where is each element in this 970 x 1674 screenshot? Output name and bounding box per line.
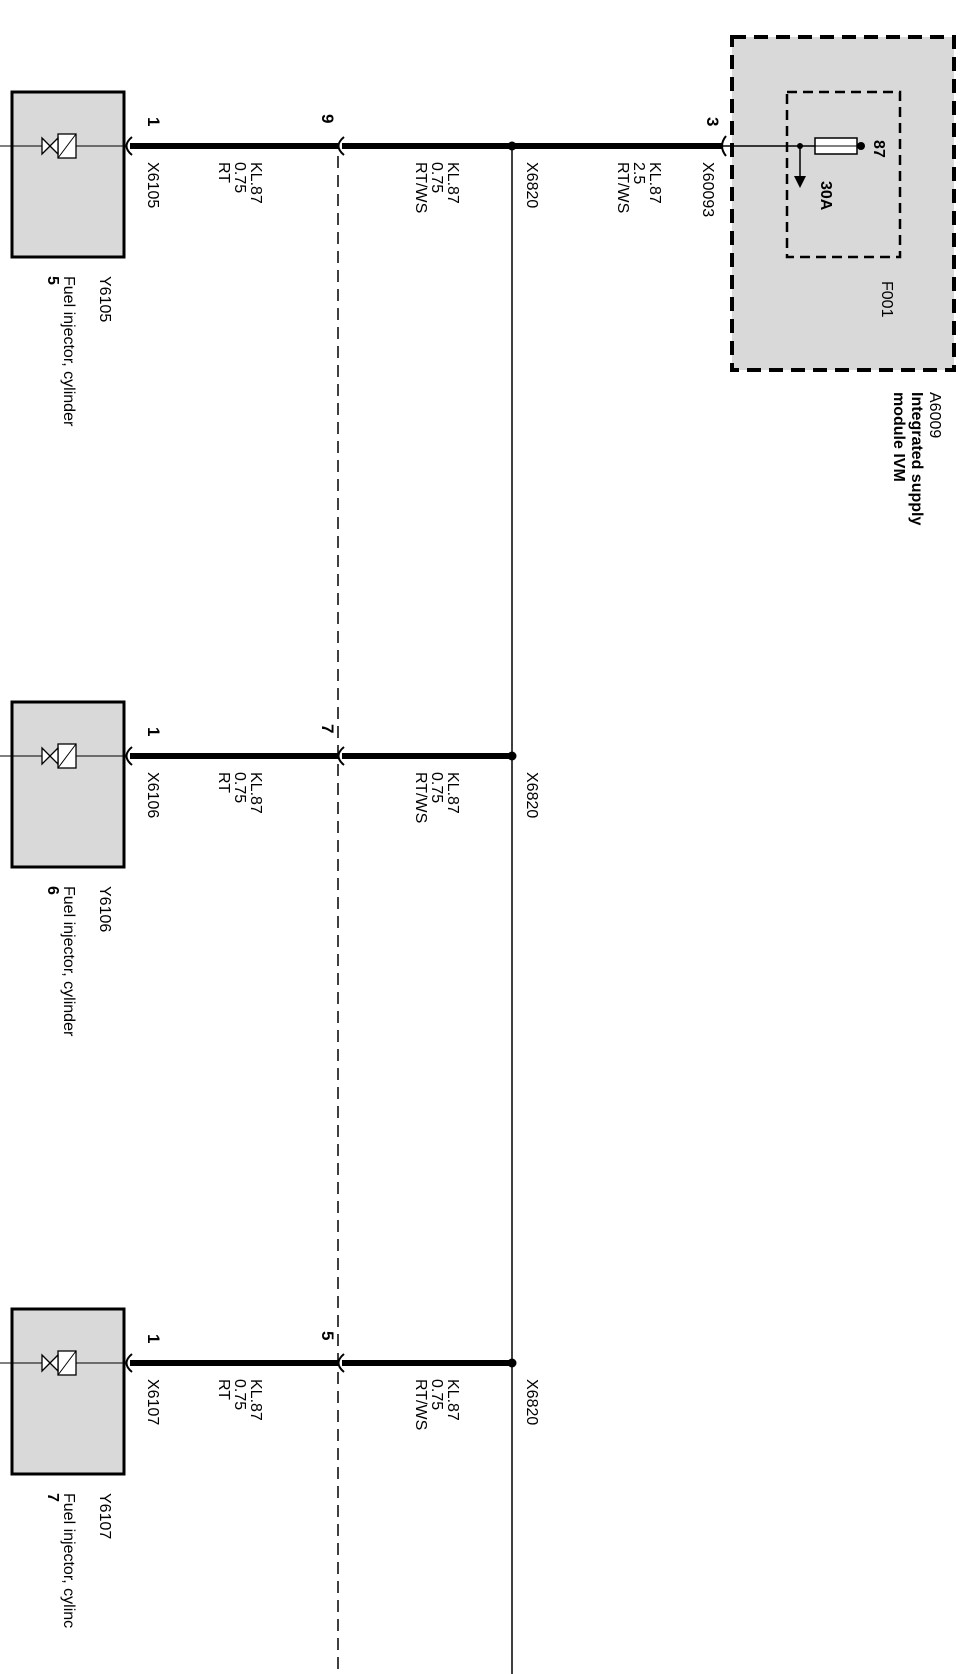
wire-b-signal-y6107: KL.87 [444, 1379, 461, 1421]
wire-b-gauge-y6105: 0.75 [428, 162, 445, 193]
injector-symbol-y6107 [0, 1350, 124, 1376]
splice-node-y6107 [507, 1358, 517, 1368]
injector-cylinder-y6105: 5 [44, 276, 61, 285]
injector-cylinder-y6106: 6 [44, 886, 61, 895]
splice-id-2: X6820 [523, 772, 540, 818]
branch-arc-y6105 [337, 136, 345, 156]
branch-pin-y6106: 7 [318, 724, 337, 733]
fuse-rating: 30A [817, 181, 834, 211]
wire-b-color-y6106: RT/WS [412, 772, 429, 823]
module-name-line1: Integrated supply [908, 392, 925, 525]
wire-a-color-y6106: RT [215, 772, 232, 793]
supply-wire-color: RT/WS [614, 162, 631, 213]
fuse-id: F001 [878, 281, 895, 318]
injector-id-y6105: Y6105 [96, 276, 113, 322]
module-name-line2: module IVM [890, 392, 907, 482]
module-pin: 3 [703, 117, 722, 126]
connector-pin-y6105: 1 [144, 117, 163, 126]
supply-wire-signal: KL.87 [646, 162, 663, 204]
branch-pin-y6107: 5 [318, 1331, 337, 1340]
connector-pin-y6106: 1 [144, 727, 163, 736]
connector-arc-y6107 [125, 1353, 133, 1373]
injector-id-y6106: Y6106 [96, 886, 113, 932]
wire-b-signal-y6106: KL.87 [444, 772, 461, 814]
injector-symbol-y6105 [0, 133, 124, 159]
injector-desc-y6107: Fuel injector, cylinc [60, 1493, 77, 1628]
injector-symbol-y6106 [0, 743, 124, 769]
wire-a-gauge-y6106: 0.75 [231, 772, 248, 803]
wire-a-signal-y6107: KL.87 [247, 1379, 264, 1421]
wire-a-signal-y6105: KL.87 [247, 162, 264, 204]
branch-arc-y6107 [337, 1353, 345, 1373]
branch-arc-y6106 [337, 746, 345, 766]
wire-a-color-y6107: RT [215, 1379, 232, 1400]
supply-module: 87 30A F001 A6009 Integrated supply modu… [699, 35, 956, 525]
connector-arc-y6106 [125, 746, 133, 766]
wire-b-color-y6105: RT/WS [412, 162, 429, 213]
wire-a-signal-y6106: KL.87 [247, 772, 264, 814]
wire-a-gauge-y6105: 0.75 [231, 162, 248, 193]
injector-group-y6107: 1 5 X6107 KL.87 0.75 RT KL.87 0.75 RT/WS… [0, 1307, 540, 1628]
fuse-compartment [785, 90, 902, 259]
wire-a-color-y6105: RT [215, 162, 232, 183]
injector-id-y6107: Y6107 [96, 1493, 113, 1539]
wire-a-gauge-y6107: 0.75 [231, 1379, 248, 1410]
connector-y6105: X6105 [144, 162, 161, 208]
injector-box-y6107 [10, 1307, 126, 1476]
module-outline [730, 35, 956, 372]
splice-id-1: X6820 [523, 162, 540, 208]
fuse-terminal: 87 [870, 140, 887, 158]
injector-desc-y6106: Fuel injector, cylinder [60, 886, 77, 1037]
branch-pin-y6105: 9 [318, 114, 337, 123]
injector-box-y6106 [10, 700, 126, 869]
injector-group-y6106: 1 7 X6106 KL.87 0.75 RT KL.87 0.75 RT/WS… [0, 700, 540, 1037]
injector-cylinder-y6107: 7 [44, 1493, 61, 1502]
splice-node-y6106 [507, 751, 517, 761]
wire-b-color-y6107: RT/WS [412, 1379, 429, 1430]
wire-b-gauge-y6106: 0.75 [428, 772, 445, 803]
connector-pin-y6107: 1 [144, 1334, 163, 1343]
injector-box-y6105 [10, 90, 126, 259]
connector-arc-y6105 [125, 136, 133, 156]
wire-b-signal-y6105: KL.87 [444, 162, 461, 204]
splice-id-3: X6820 [523, 1379, 540, 1425]
connector-y6107: X6107 [144, 1379, 161, 1425]
wire-b-gauge-y6107: 0.75 [428, 1379, 445, 1410]
injector-group-y6105: 1 9 X6105 KL.87 0.75 RT KL.87 0.75 RT/WS… [0, 90, 512, 427]
supply-wire-gauge: 2.5 [630, 162, 647, 184]
module-connector: X60093 [699, 162, 716, 217]
connector-y6106: X6106 [144, 772, 161, 818]
injector-desc-y6105: Fuel injector, cylinder [60, 276, 77, 427]
fuse-symbol [722, 137, 865, 188]
module-id: A6009 [926, 392, 943, 438]
